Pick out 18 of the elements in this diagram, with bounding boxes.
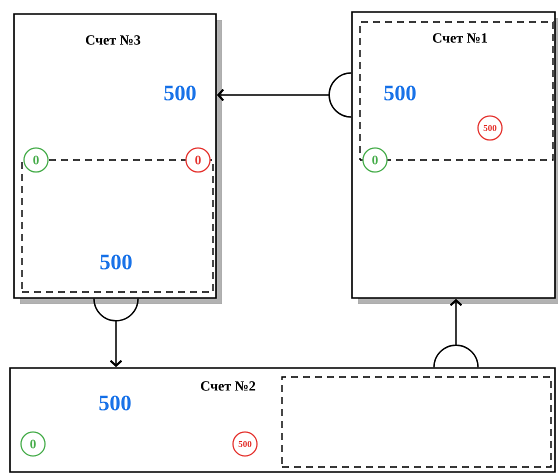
arrow bbox=[93, 298, 139, 368]
account-title: Счет №1 bbox=[432, 33, 487, 43]
circled-number: 0 bbox=[23, 147, 49, 173]
account-box bbox=[13, 13, 222, 304]
circled-number: 0 bbox=[185, 147, 211, 173]
amount-label: 500 bbox=[99, 396, 131, 410]
account-title: Счет №2 bbox=[200, 381, 256, 391]
circled-number: 0 bbox=[20, 431, 46, 457]
account-title: Счет №3 bbox=[86, 35, 140, 45]
amount-label: 500 bbox=[100, 254, 132, 270]
dashed-box bbox=[281, 376, 552, 468]
amount-label: 500 bbox=[164, 86, 196, 100]
amount-label: 500 bbox=[384, 86, 416, 100]
circled-number: 500 bbox=[232, 431, 258, 457]
circled-number: 500 bbox=[477, 115, 503, 141]
account-box bbox=[9, 367, 556, 473]
circled-number: 0 bbox=[362, 147, 388, 173]
account-box bbox=[351, 11, 558, 304]
